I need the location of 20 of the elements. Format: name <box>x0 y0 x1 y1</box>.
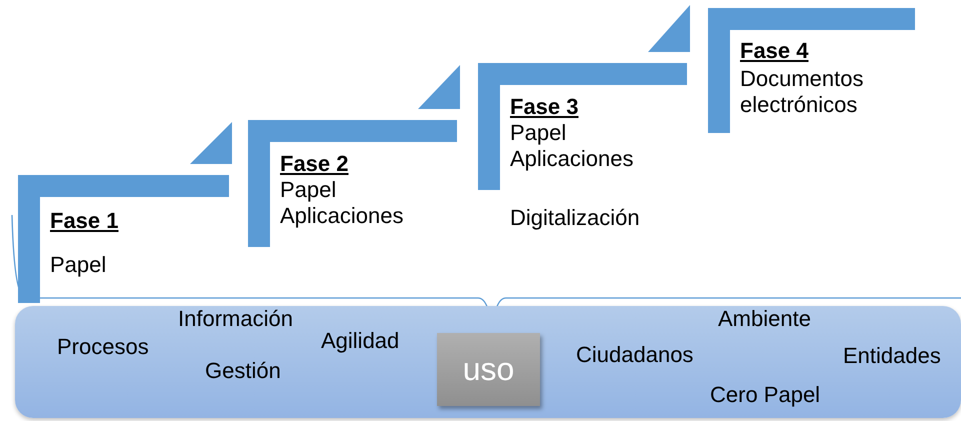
keyword: Procesos <box>57 334 149 360</box>
keyword: Ambiente <box>718 306 811 332</box>
keyword: Cero Papel <box>710 382 820 408</box>
phase-heading: Fase 1 <box>50 208 118 234</box>
base-band <box>15 306 961 418</box>
phase-text: Documentos electrónicos <box>740 66 865 118</box>
center-tile <box>437 333 540 406</box>
keyword: Entidades <box>843 343 941 369</box>
phase-text: Papel <box>50 252 106 278</box>
keyword: Información <box>178 306 293 332</box>
phase-text: Papel Aplicaciones <box>280 177 405 229</box>
tile-label: uso <box>462 350 516 389</box>
keyword: Gestión <box>205 358 281 384</box>
phase-text: Papel Aplicaciones <box>510 120 635 172</box>
keyword: Ciudadanos <box>576 342 694 368</box>
phase-text: Digitalización <box>510 205 640 231</box>
phase-heading: Fase 3 <box>510 94 578 120</box>
keyword: Agilidad <box>321 328 400 354</box>
phase-heading: Fase 4 <box>740 38 808 64</box>
phase-heading: Fase 2 <box>280 151 348 177</box>
